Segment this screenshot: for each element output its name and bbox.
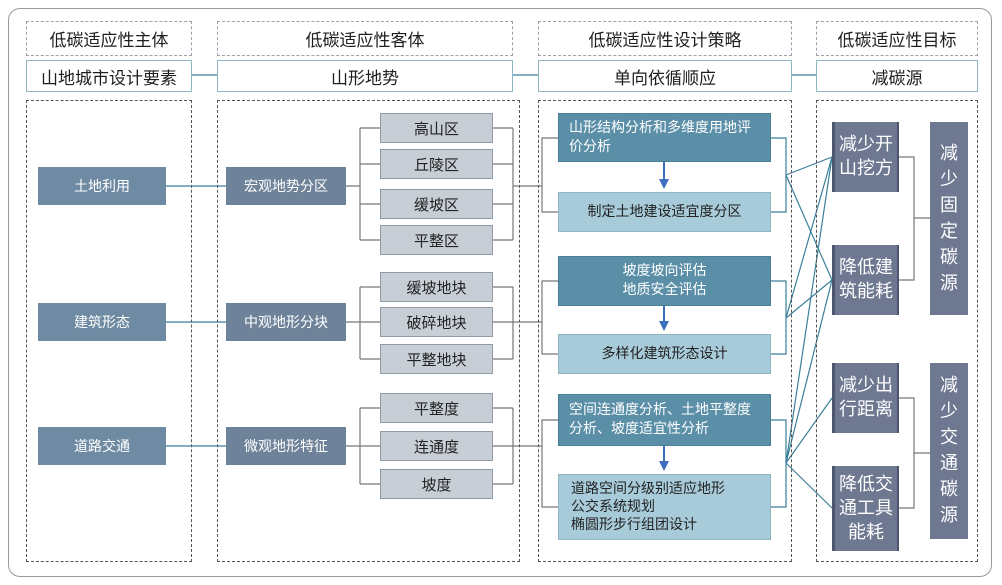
element-road-traffic: 道路交通: [38, 427, 166, 465]
target-reduce-building-energy: 降低建筑能耗: [832, 245, 899, 315]
detail-flatness: 平整度: [380, 393, 493, 423]
subtitle-object: 山形地势: [217, 60, 513, 92]
detail-slope: 坡度: [380, 469, 493, 499]
goal-fixed-carbon: 减少固定碳源: [930, 122, 968, 315]
level-micro: 微观地形特征: [226, 427, 346, 465]
detail-flat: 平整区: [380, 225, 493, 255]
target-reduce-vehicle-energy: 降低交通工具能耗: [832, 466, 899, 551]
header-subject: 低碳适应性主体: [26, 21, 192, 56]
target-reduce-travel-distance: 减少出行距离: [832, 363, 899, 433]
panel-object: [217, 100, 520, 562]
detail-gentle-slope: 缓坡区: [380, 189, 493, 219]
subtitle-goal: 减碳源: [816, 60, 978, 92]
detail-connectivity: 连通度: [380, 431, 493, 461]
strategy-land-analysis: 山形结构分析和多维度用地评价分析: [558, 113, 771, 162]
strategy-building-design: 多样化建筑形态设计: [558, 334, 771, 374]
subtitle-strategy: 单向依循顺应: [538, 60, 792, 92]
detail-hilly: 丘陵区: [380, 149, 493, 179]
element-building-form: 建筑形态: [38, 303, 166, 341]
subtitle-subject: 山地城市设计要素: [26, 60, 192, 92]
element-level-connectors: [166, 185, 226, 447]
detail-high-mountain: 高山区: [380, 113, 493, 143]
strategy-road-design: 道路空间分级别适应地形 公交系统规划 椭圆形步行组团设计: [558, 474, 771, 540]
target-goal-connectors: [899, 156, 930, 509]
header-object: 低碳适应性客体: [217, 21, 513, 56]
detail-broken-plot: 破碎地块: [380, 307, 493, 337]
detail-flat-plot: 平整地块: [380, 344, 493, 374]
diagram-frame: [8, 8, 992, 577]
strategy-road-analysis: 空间连通度分析、土地平整度分析、坡度适宜性分析: [558, 394, 771, 446]
target-reduce-excavation: 减少开山挖方: [832, 122, 899, 192]
panel-subject: [26, 100, 192, 562]
strategy-target-connectors: [771, 137, 833, 509]
level-meso: 中观地形分块: [226, 303, 346, 341]
element-land-use: 土地利用: [38, 167, 166, 205]
strategy-building-eval: 坡度坡向评估 地质安全评估: [558, 256, 771, 306]
detail-gentle-plot: 缓坡地块: [380, 272, 493, 302]
header-goal: 低碳适应性目标: [816, 21, 978, 56]
strategy-land-zoning: 制定土地建设适宜度分区: [558, 192, 771, 232]
header-strategy: 低碳适应性设计策略: [538, 21, 792, 56]
bracket-lines: [346, 127, 558, 508]
level-macro: 宏观地势分区: [226, 167, 346, 205]
goal-traffic-carbon: 减少交通碳源: [930, 363, 968, 539]
panel-strategy: [538, 100, 792, 562]
panel-goal: [816, 100, 978, 562]
